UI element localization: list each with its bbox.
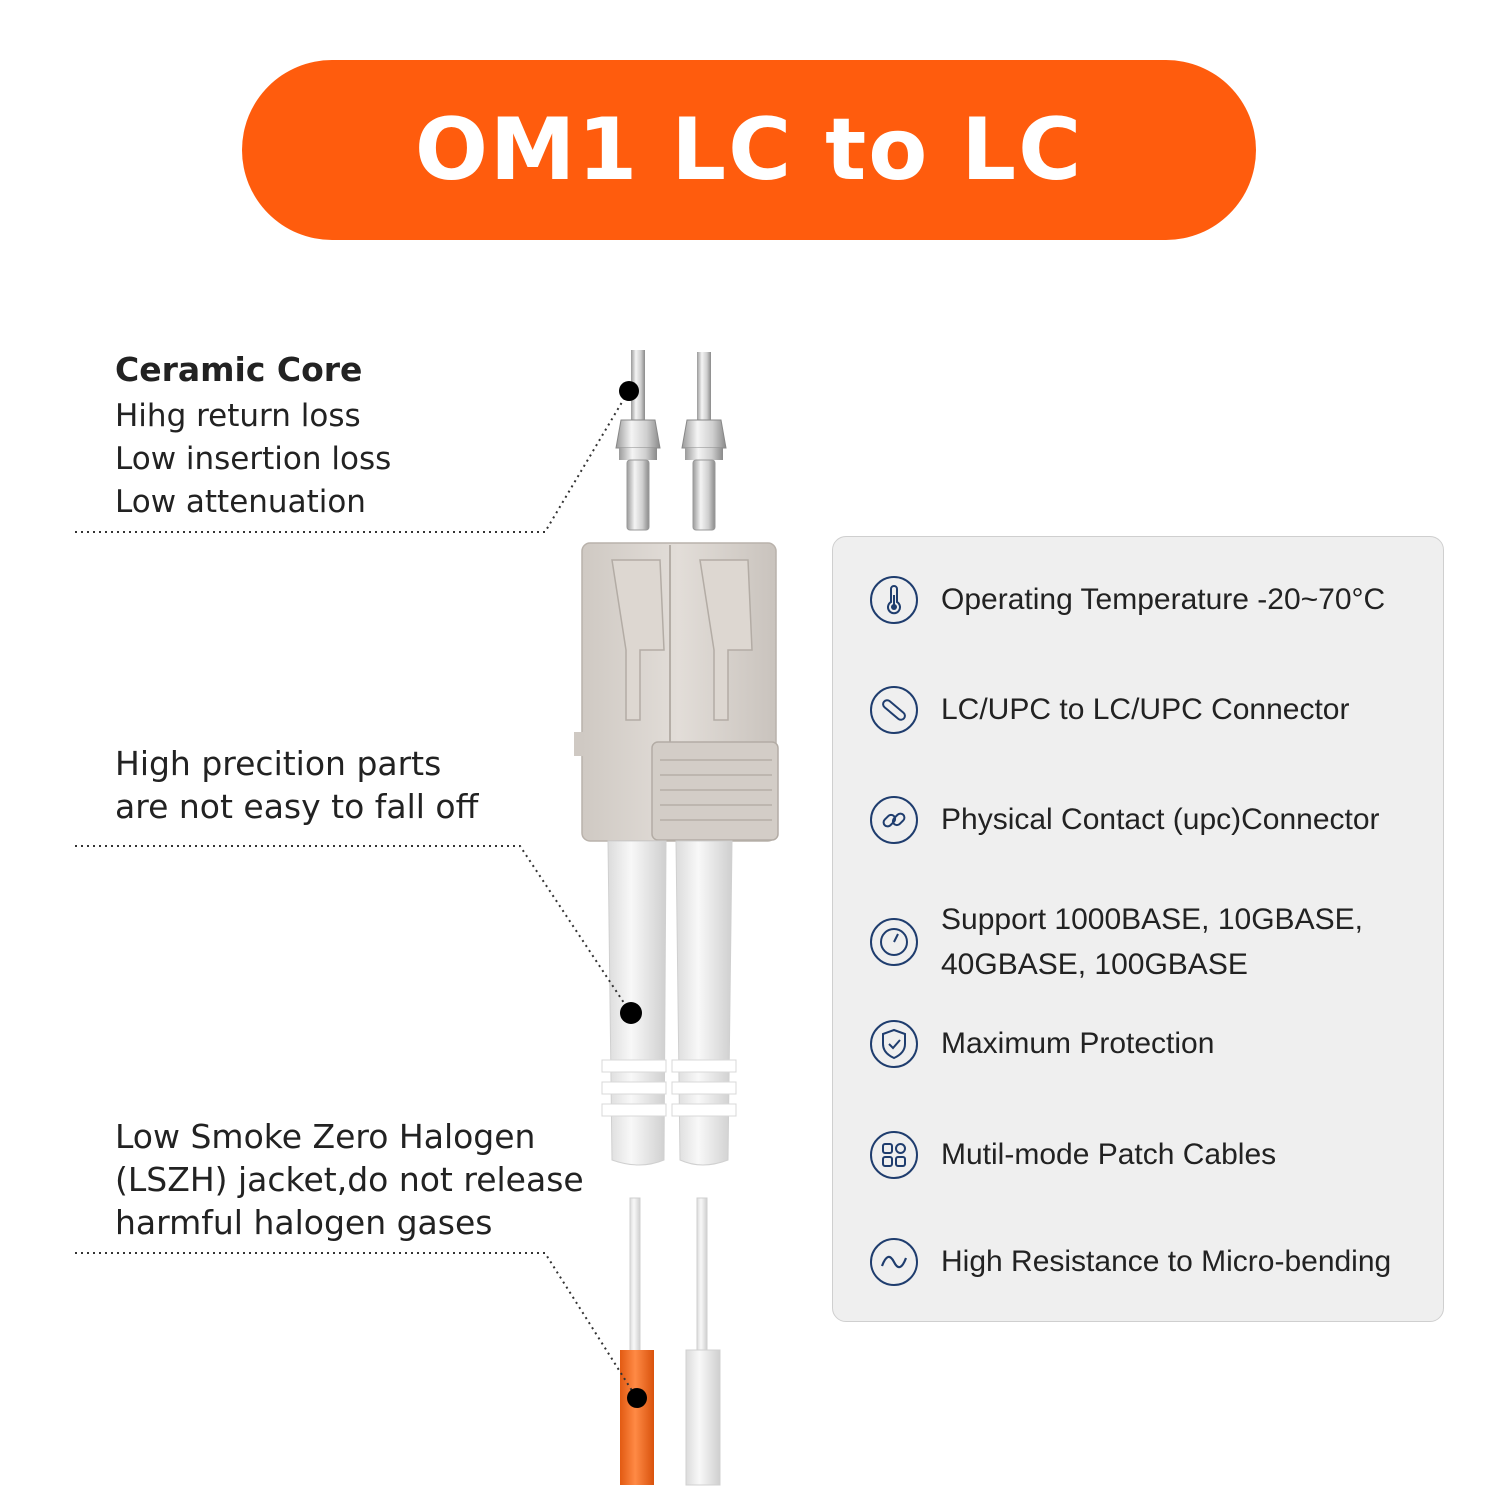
banner-title: OM1 LC to LC [414, 100, 1084, 200]
callout-line: Low attenuation [115, 484, 366, 520]
strain-relief-boots [601, 840, 737, 1166]
thermometer-icon [870, 576, 918, 624]
gauge-icon [870, 918, 918, 966]
link-icon [870, 796, 918, 844]
fiber-cables [620, 1197, 721, 1486]
feature-text: Operating Temperature -20~70°C [941, 583, 1386, 616]
connector-housing [574, 542, 779, 842]
shield-icon [870, 1020, 918, 1068]
callout-line: Low insertion loss [115, 441, 392, 477]
feature-text: High Resistance to Micro-bending [941, 1245, 1392, 1278]
feature-text: Maximum Protection [941, 1027, 1215, 1060]
callout-precision-parts: High precition parts are not easy to fal… [115, 742, 478, 828]
feature-item: High Resistance to Micro-bending [869, 1238, 1421, 1287]
grid-icon [870, 1131, 918, 1179]
leader-lines [75, 391, 637, 1398]
callout-dot [619, 381, 639, 401]
features-panel: Operating Temperature -20~70°C LC/UPC to… [832, 536, 1444, 1322]
ceramic-ferrule-left [615, 350, 661, 531]
feature-item: Mutil-mode Patch Cables [869, 1131, 1421, 1180]
callout-line: High precition parts [115, 744, 442, 783]
feature-text: Physical Contact (upc)Connector [941, 803, 1380, 836]
feature-text: LC/UPC to LC/UPC Connector [941, 693, 1350, 726]
callout-line: harmful halogen gases [115, 1203, 493, 1242]
callout-line: Low Smoke Zero Halogen [115, 1117, 536, 1156]
callout-lszh-jacket: Low Smoke Zero Halogen (LSZH) jacket,do … [115, 1115, 584, 1244]
callout-dot [620, 1002, 642, 1024]
callout-dot [627, 1388, 647, 1408]
feature-text: Mutil-mode Patch Cables [941, 1138, 1277, 1171]
title-banner: OM1 LC to LC [242, 60, 1256, 240]
feature-item: LC/UPC to LC/UPC Connector [869, 686, 1421, 735]
feature-item: Physical Contact (upc)Connector [869, 796, 1421, 845]
wave-icon [870, 1238, 918, 1286]
feature-item: Operating Temperature -20~70°C [869, 576, 1421, 625]
callout-line: are not easy to fall off [115, 787, 479, 826]
callout-heading: Ceramic Core [115, 350, 363, 389]
ceramic-ferrule-right [681, 352, 727, 531]
feature-item: Maximum Protection [869, 1020, 1421, 1069]
connector-icon [870, 686, 918, 734]
feature-text: Support 1000BASE, 10GBASE, 40GBASE, 100G… [941, 903, 1363, 981]
callout-line: Hihg return loss [115, 398, 361, 434]
feature-item: Support 1000BASE, 10GBASE, 40GBASE, 100G… [869, 903, 1421, 987]
callout-ceramic-core: Ceramic Core Hihg return loss Low insert… [115, 350, 391, 524]
callout-line: (LSZH) jacket,do not release [115, 1160, 584, 1199]
